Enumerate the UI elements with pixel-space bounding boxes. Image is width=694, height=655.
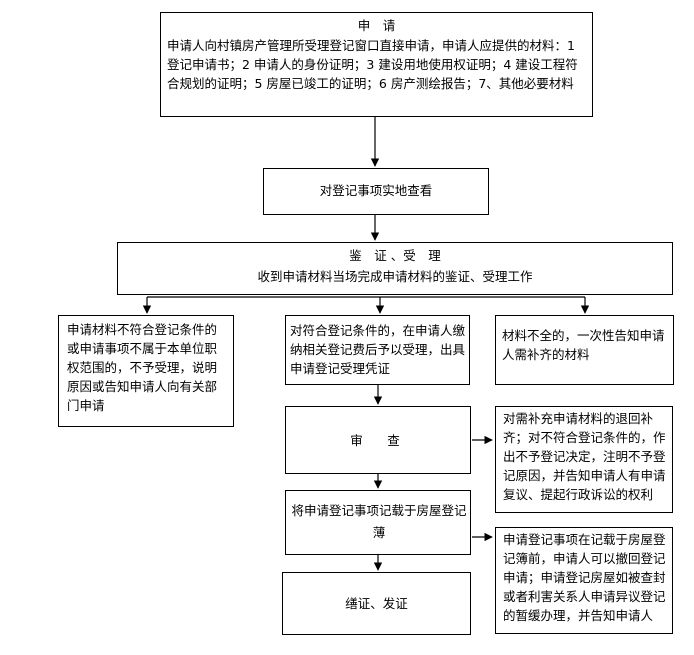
reject-box: [58, 315, 234, 427]
record-note-box: [495, 527, 673, 634]
incomplete-box: [495, 315, 674, 385]
apply-box: [160, 12, 593, 117]
record-label: 将申请登记事项记载于房屋登记薄: [291, 503, 467, 540]
verify-box: [117, 242, 673, 295]
inspect-label: 对登记事项实地查看: [319, 183, 433, 198]
issue-box: [282, 572, 471, 635]
review-note-box: [495, 406, 673, 513]
apply-title: 申 请: [357, 18, 396, 33]
reject-text: 申请材料不符合登记条件的或申请事项不属于本单位职权范围的，不予受理，说明原因或告…: [67, 322, 218, 413]
record-box: [285, 490, 471, 555]
verify-body: 收到申请材料当场完成申请材料的鉴证、受理工作: [257, 269, 533, 284]
incomplete-text: 材料不全的，一次性告知申请人需补齐的材料: [502, 328, 665, 362]
verify-title: 鉴 证 、受 理: [349, 248, 441, 263]
review-note-text: 对需补充申请材料的退回补齐；对不符合登记条件的，作出不予登记决定，注明不予登记原…: [503, 411, 666, 502]
accept-text: 对符合登记条件的，在申请人缴纳相关登记费后予以受理，出具申请登记受理凭证: [290, 323, 466, 376]
apply-body: 申请人向村镇房产管理所受理登记窗口直接申请，申请人应提供的材料：1 登记申请书；…: [167, 38, 579, 91]
review-label: 审 查: [350, 433, 406, 448]
inspect-box: [263, 168, 489, 215]
review-box: [285, 406, 471, 474]
record-note-text: 申请登记事项在记载于房屋登记簿前，申请人可以撤回登记申请；申请登记房屋如被查封或…: [503, 532, 666, 623]
issue-label: 缮证、发证: [345, 596, 408, 611]
accept-box: [285, 315, 470, 385]
